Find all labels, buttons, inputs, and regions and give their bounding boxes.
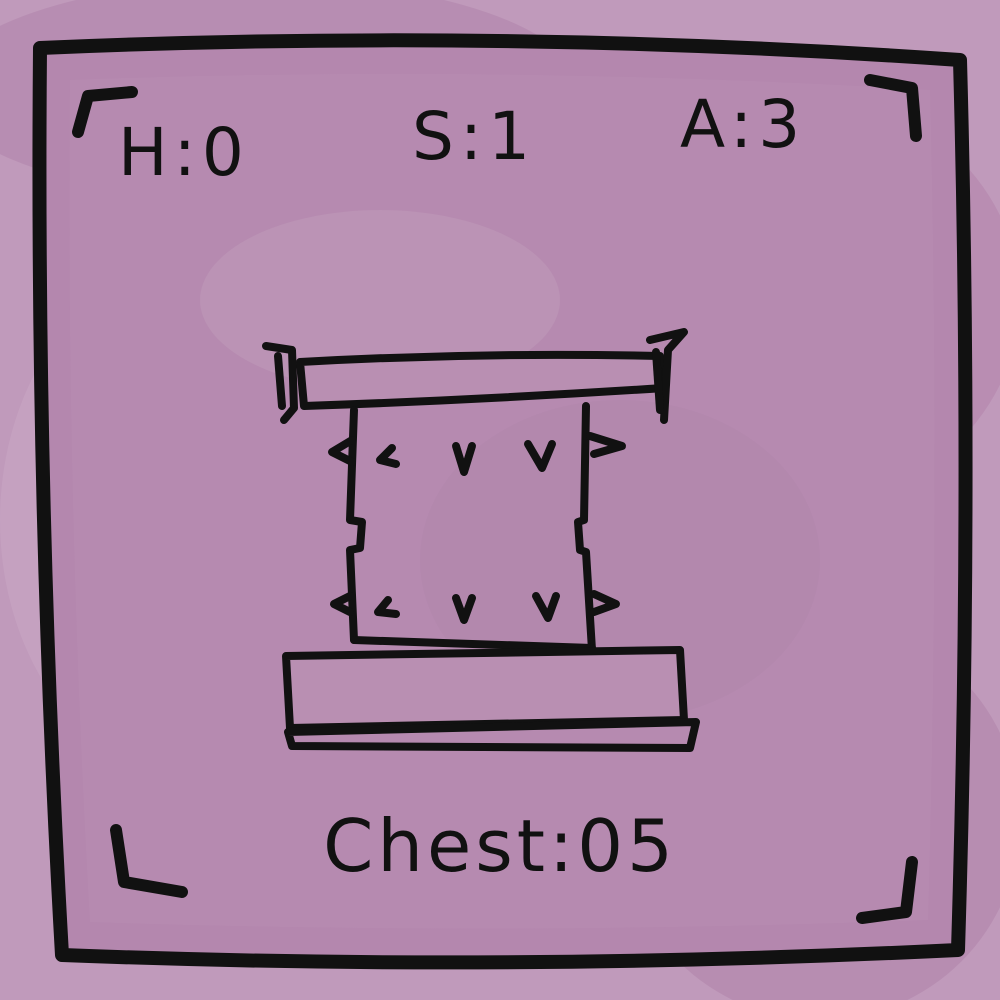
- corner-brackets: [72, 74, 922, 924]
- stat-speed: S:1: [412, 98, 537, 175]
- corner-top-right: [864, 74, 922, 142]
- stat-health: H:0: [118, 114, 250, 191]
- corner-bottom-right: [856, 856, 918, 924]
- corner-bottom-left: [110, 824, 188, 898]
- corner-top-left: [72, 86, 138, 138]
- stat-armor: A:3: [680, 86, 807, 163]
- chest-armor-icon: [262, 328, 700, 752]
- item-label: Chest:05: [323, 804, 677, 888]
